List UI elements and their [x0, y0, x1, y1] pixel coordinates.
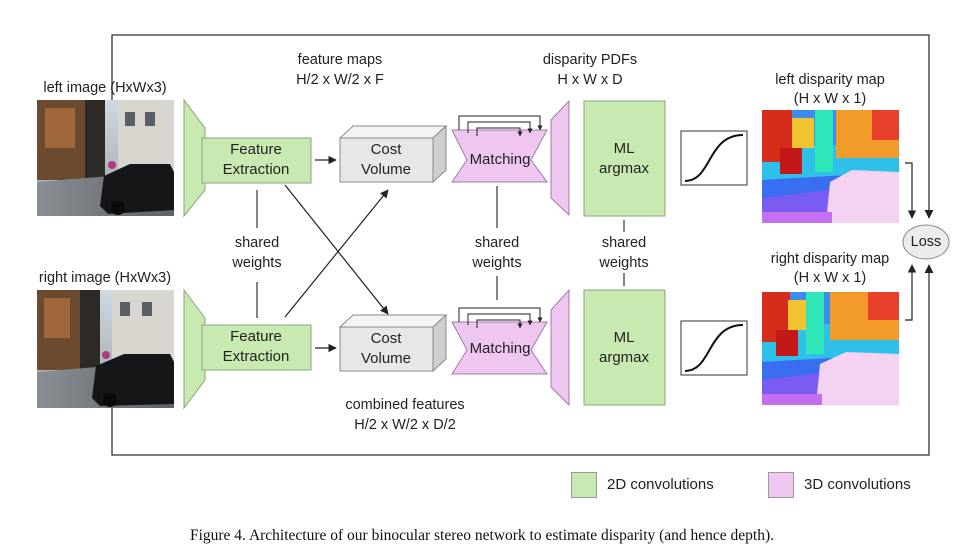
right-matching-text: Matching: [469, 340, 531, 357]
left-input-image: [37, 100, 174, 216]
left-matching-skip-connections: [458, 115, 543, 137]
left-cost-volume-box: [338, 124, 448, 184]
disparity-pdfs-dims: H x W x D: [557, 72, 623, 88]
left-disparity-map-dims: (H x W x 1): [793, 91, 867, 107]
left-sigmoid-plot: [680, 130, 748, 186]
right-feature-extraction-box: [201, 324, 312, 371]
left-ml-argmax-box: [583, 100, 666, 217]
loss-ellipse: [902, 224, 950, 260]
arrow-right-feature-to-left-cost: [284, 189, 389, 318]
right-image-label: right image (HxWx3): [38, 270, 172, 286]
figure-caption: Figure 4. Architecture of our binocular …: [189, 527, 775, 544]
feature-maps-dims: H/2 x W/2 x F: [296, 72, 384, 88]
left-matching-text: Matching: [469, 151, 531, 168]
legend-3d-swatch: [768, 472, 794, 498]
loss-feedback-top-line: [111, 34, 934, 219]
shared-weights-label-argmax: shared weights: [599, 235, 649, 271]
right-feature-extraction-text: Feature Extraction: [222, 328, 290, 365]
left-matching-block: [451, 129, 548, 183]
right-disparity-map-image: [762, 292, 899, 405]
left-cost-volume-text: Cost Volume: [360, 141, 412, 178]
right-ml-argmax-box: [583, 289, 666, 406]
legend-3d-label: 3D convolutions: [804, 476, 911, 493]
right-sigmoid-plot: [680, 320, 748, 376]
left-ml-argmax-text: ML argmax: [598, 140, 650, 177]
arrow-left-map-to-loss: [905, 162, 917, 219]
combined-features-label: combined features: [345, 397, 465, 413]
left-disparity-map-image: [762, 110, 899, 223]
legend-2d-label: 2D convolutions: [607, 476, 714, 493]
left-disparity-pdf-trapezoid: [550, 99, 570, 217]
loss-text: Loss: [910, 234, 942, 250]
shared-weights-label-matching: shared weights: [472, 235, 522, 271]
right-input-conv-trapezoid: [183, 288, 206, 410]
right-ml-argmax-text: ML argmax: [598, 329, 650, 366]
right-cost-volume-box: [338, 313, 448, 373]
right-cost-volume-text: Cost Volume: [360, 330, 412, 367]
arrow-right-map-to-loss: [905, 264, 917, 321]
right-matching-block: [451, 321, 548, 375]
right-matching-skip-connections: [458, 307, 543, 329]
left-feature-extraction-text: Feature Extraction: [222, 141, 290, 178]
loss-feedback-bottom-line: [111, 264, 934, 456]
feature-maps-label: feature maps: [297, 52, 383, 68]
legend-2d-swatch: [571, 472, 597, 498]
disparity-pdfs-label: disparity PDFs: [542, 52, 638, 68]
arrow-left-feature-to-right-cost: [284, 184, 389, 315]
left-image-label: left image (HxWx3): [43, 80, 167, 96]
shared-weights-label-feature: shared weights: [232, 235, 282, 271]
combined-features-dims: H/2 x W/2 x D/2: [354, 417, 456, 433]
right-input-image: [37, 290, 174, 408]
left-feature-extraction-box: [201, 137, 312, 184]
right-disparity-map-title: right disparity map: [770, 251, 890, 267]
right-disparity-pdf-trapezoid: [550, 288, 570, 407]
left-input-conv-trapezoid: [183, 98, 206, 218]
right-disparity-map-dims: (H x W x 1): [793, 270, 867, 286]
left-disparity-map-title: left disparity map: [775, 72, 885, 88]
